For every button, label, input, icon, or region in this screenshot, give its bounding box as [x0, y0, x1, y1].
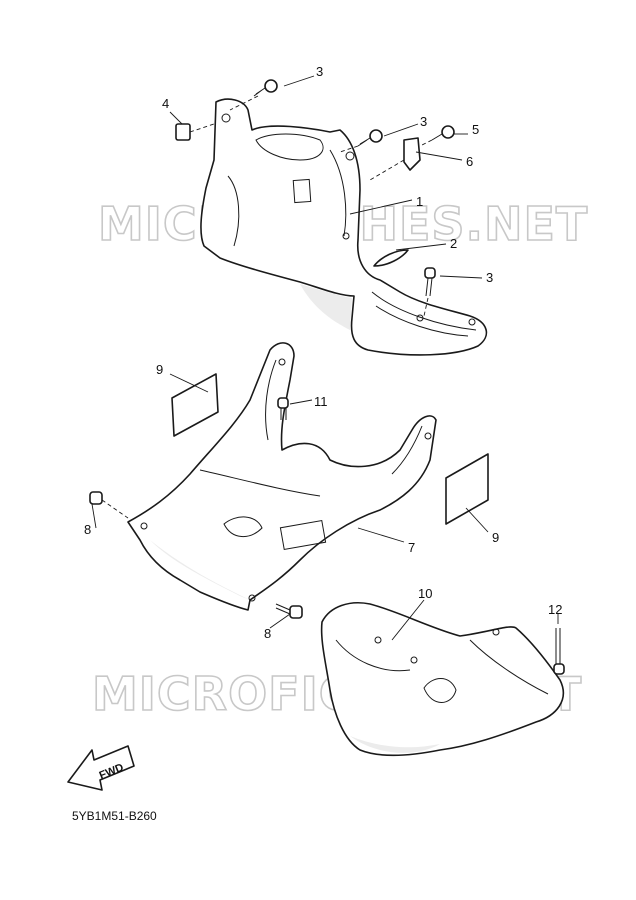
- callout-2: 2: [450, 236, 457, 251]
- assembly-line-top: [189, 95, 433, 317]
- part-12-screw: [553, 628, 565, 675]
- part-1-leg-shield: [200, 98, 488, 356]
- part-3-screw-top: [253, 79, 278, 97]
- part-10-lower-cover: [320, 602, 565, 757]
- callout-12: 12: [548, 602, 562, 617]
- part-8-screw-left: [89, 491, 129, 519]
- callout-3: 3: [486, 270, 493, 285]
- fwd-arrow: FWD: [67, 745, 135, 791]
- callout-9: 9: [492, 530, 499, 545]
- callout-3: 3: [316, 64, 323, 79]
- callout-7: 7: [408, 540, 415, 555]
- callout-11: 11: [314, 394, 328, 409]
- callout-4: 4: [162, 96, 169, 111]
- part-11-bolt: [277, 397, 289, 420]
- callout-8: 8: [84, 522, 91, 537]
- part-2-emblem: [373, 249, 409, 267]
- part-9-decal-left: [171, 373, 219, 437]
- part-4-nut: [175, 123, 191, 141]
- callout-6: 6: [466, 154, 473, 169]
- part-3-screw-mid: [357, 129, 383, 147]
- part-8-screw-lower: [275, 603, 303, 619]
- diagram-code: 5YB1M51-B260: [72, 809, 157, 823]
- part-9-decal-right: [445, 453, 489, 525]
- part-6-bracket: [403, 137, 421, 171]
- callout-10: 10: [418, 586, 432, 601]
- part-5-bolt: [431, 125, 455, 141]
- callout-3: 3: [420, 114, 427, 129]
- part-7-footboard: [127, 342, 437, 611]
- leader-lines: [91, 75, 559, 641]
- callout-9: 9: [156, 362, 163, 377]
- callout-1: 1: [416, 194, 423, 209]
- callout-8: 8: [264, 626, 271, 641]
- part-3-screw-low: [424, 267, 436, 297]
- callout-5: 5: [472, 122, 479, 137]
